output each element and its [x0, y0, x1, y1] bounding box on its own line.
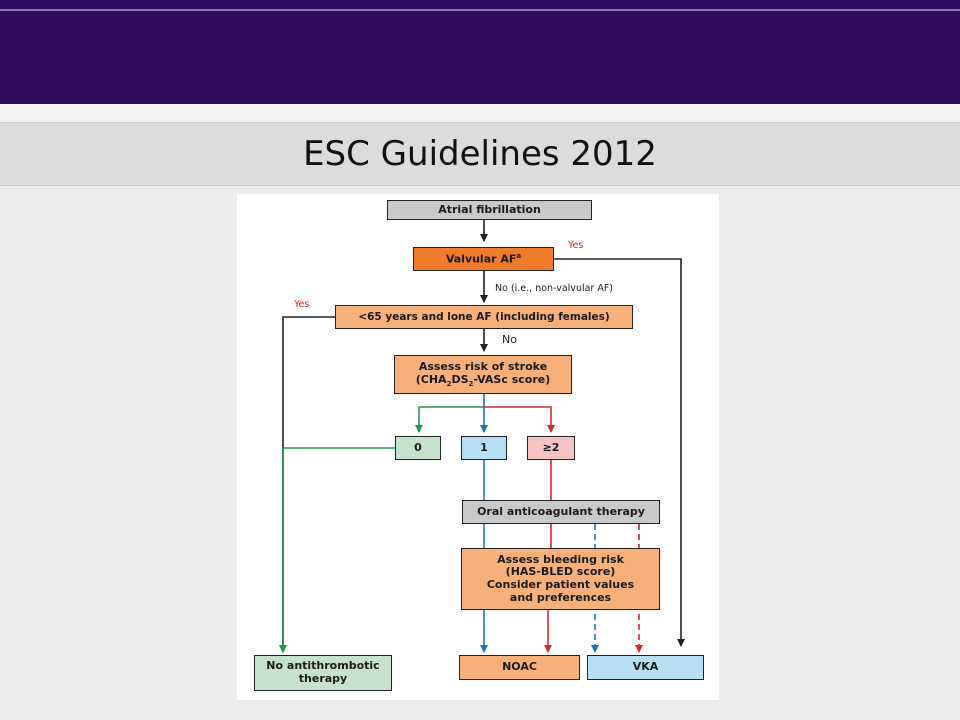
label-lone-af-no: No [502, 333, 517, 346]
arrow-valvular-yes-to-vka [554, 258, 685, 647]
label-no-antithrombotic-line1: No antithrombotic [266, 659, 380, 673]
box-score-0: 0 [395, 436, 441, 460]
box-no-antithrombotic: No antithrombotic therapy [254, 655, 392, 691]
label-score-2: ≥2 [542, 440, 560, 454]
arrow-stroke-to-0 [415, 406, 484, 433]
slide-title: ESC Guidelines 2012 [303, 134, 657, 174]
box-score-2: ≥2 [527, 436, 575, 460]
arrow-stroke-to-2 [484, 406, 555, 433]
box-valvular-af: Valvular AFa [413, 247, 554, 271]
title-bar: ESC Guidelines 2012 [0, 122, 960, 186]
label-bleeding-line1: Assess bleeding risk [497, 552, 624, 566]
label-lone-af: <65 years and lone AF (including females… [358, 310, 610, 323]
label-bleeding-line3: Consider patient values [486, 578, 635, 591]
label-lone-af-yes: Yes [294, 299, 310, 310]
af-flowchart: Atrial fibrillation Valvular AFa <65 yea… [237, 194, 719, 700]
box-assess-stroke: Assess risk of stroke (CHA2DS2-VASc scor… [394, 355, 572, 394]
label-valvular-yes: Yes [568, 240, 584, 251]
label-vka: VKA [632, 660, 659, 674]
label-valvular-af: Valvular AFa [445, 251, 522, 266]
label-assess-stroke-line1: Assess risk of stroke [418, 360, 548, 374]
box-oral-anticoagulant: Oral anticoagulant therapy [462, 500, 660, 524]
box-atrial-fibrillation: Atrial fibrillation [387, 200, 592, 220]
box-score-1: 1 [461, 436, 507, 460]
label-assess-stroke-line2: (CHA2DS2-VASc score) [415, 372, 551, 388]
label-score-0: 0 [414, 440, 422, 454]
header-rule [0, 9, 960, 11]
label-score-1: 1 [480, 440, 488, 454]
footnote-marker: a [516, 251, 522, 260]
box-assess-bleeding: Assess bleeding risk (HAS-BLED score) Co… [461, 548, 660, 610]
label-no-antithrombotic-line2: therapy [298, 672, 348, 685]
label-oral-anticoagulant: Oral anticoagulant therapy [477, 504, 645, 518]
box-vka: VKA [587, 655, 704, 680]
label-valvular-no: No (i.e., non-valvular AF) [495, 283, 614, 294]
label-bleeding-line4: and preferences [509, 590, 612, 604]
label-bleeding-line2: (HAS-BLED score) [505, 565, 616, 579]
header-band [0, 0, 960, 104]
arrow-lone-yes-to-no-therapy [279, 316, 335, 653]
label-noac: NOAC [502, 660, 537, 674]
label-atrial-fibrillation: Atrial fibrillation [438, 202, 541, 216]
box-noac: NOAC [459, 655, 580, 680]
box-lone-af: <65 years and lone AF (including females… [335, 305, 633, 329]
header-gap [0, 104, 960, 122]
